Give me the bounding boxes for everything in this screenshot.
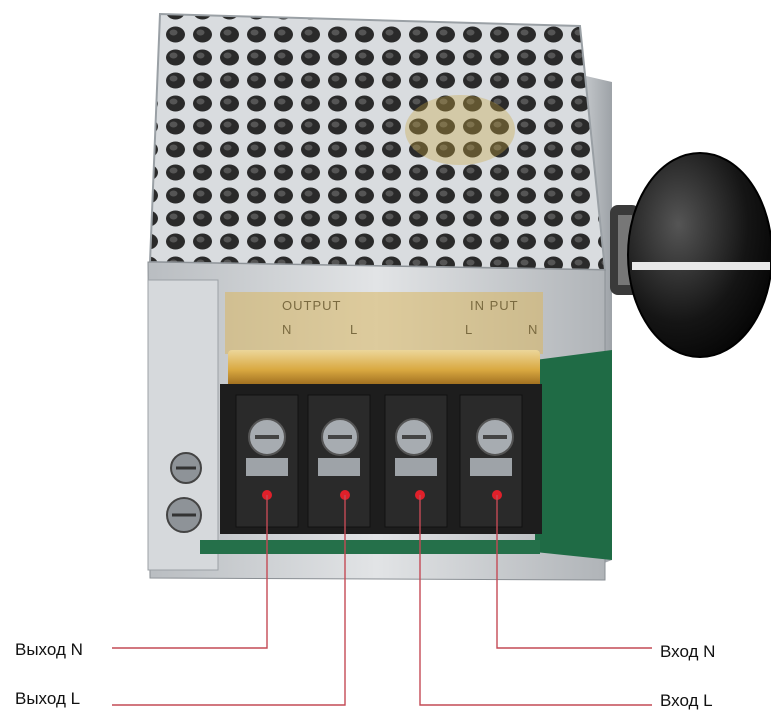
silkscreen-input: IN PUT <box>470 298 519 313</box>
screw-terminal-2 <box>307 394 371 528</box>
label-output-l: Выход L <box>15 689 81 708</box>
potentiometer-knob <box>610 152 771 358</box>
leader-line-input-l <box>419 495 652 706</box>
label-output-n: Выход N <box>15 640 83 659</box>
leader-line-output-n <box>112 495 268 649</box>
leader-line-input-n <box>496 495 652 649</box>
label-input-n: Вход N <box>660 642 716 661</box>
label-input-l: Вход L <box>660 691 713 710</box>
terminal-mark-4: N <box>528 322 538 337</box>
terminal-mark-2: L <box>350 322 358 337</box>
silkscreen-output: OUTPUT <box>282 298 341 313</box>
ground-screw-upper <box>170 452 202 484</box>
terminal-mark-3: L <box>465 322 473 337</box>
screw-terminal-4 <box>459 394 523 528</box>
ground-screw-lower <box>166 497 202 533</box>
pcb-board <box>535 350 612 560</box>
terminal-mark-1: N <box>282 322 292 337</box>
screw-terminal-3 <box>384 394 448 528</box>
insulation-cover-lower <box>228 350 540 390</box>
pcb-strip <box>200 540 540 554</box>
perforated-cover <box>148 12 607 272</box>
insulation-cover <box>225 292 543 354</box>
leader-line-output-l <box>112 495 346 706</box>
inner-component <box>405 95 515 165</box>
